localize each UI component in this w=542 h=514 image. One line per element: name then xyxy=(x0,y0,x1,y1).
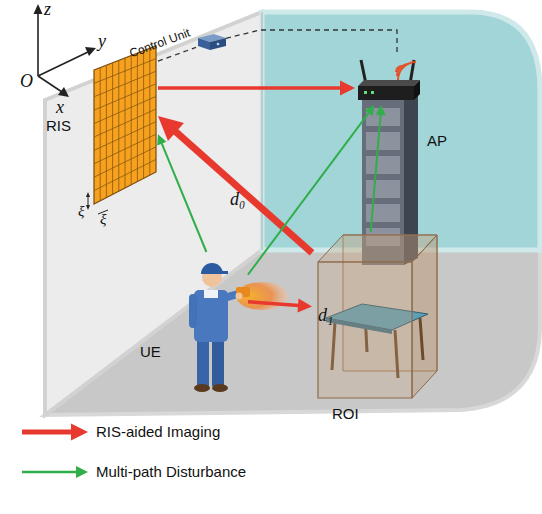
connector-line xyxy=(158,47,196,61)
axis-y xyxy=(38,52,88,76)
connector-line xyxy=(248,302,302,306)
control-unit-led xyxy=(217,43,220,46)
rack-drawer xyxy=(366,180,400,198)
shoe xyxy=(212,384,228,392)
arrowhead xyxy=(71,424,88,441)
ris-grid xyxy=(94,122,156,151)
collar xyxy=(204,290,218,298)
control-unit-node-shape xyxy=(196,34,226,50)
router-side xyxy=(414,80,420,100)
pitch-mark xyxy=(86,192,90,197)
router-led xyxy=(371,91,374,94)
node-label: UE xyxy=(140,344,161,359)
connector-line xyxy=(171,127,312,253)
ris-grid xyxy=(143,51,144,179)
legend-label: Multi-path Disturbance xyxy=(96,464,246,479)
leg xyxy=(212,338,224,386)
imaging-path xyxy=(158,116,312,253)
legend-line xyxy=(22,471,80,474)
cap-brim xyxy=(218,271,228,274)
rack-drawer xyxy=(366,156,400,174)
imaging-path xyxy=(248,298,312,312)
axis-label: y xyxy=(98,32,106,50)
ris-grid xyxy=(149,48,150,175)
axis-x xyxy=(38,76,62,92)
imaging-path xyxy=(158,81,355,96)
arrowhead xyxy=(376,105,386,115)
connector-line xyxy=(161,141,207,252)
legend-label: RIS-aided Imaging xyxy=(96,424,220,439)
node-label: RIS xyxy=(46,118,71,133)
distance-label: d₀ xyxy=(230,190,245,208)
wall-corner xyxy=(261,12,263,250)
connector-line xyxy=(371,112,381,232)
ris-node-shape xyxy=(92,44,158,206)
arrowhead xyxy=(365,105,375,116)
roi-front xyxy=(318,262,412,398)
access-point-node-shape xyxy=(355,55,421,105)
user-node-shape xyxy=(176,252,248,397)
ris-grid xyxy=(137,53,138,181)
router-top xyxy=(358,80,420,86)
pitch-mark xyxy=(86,205,90,210)
ris-grid xyxy=(94,159,156,190)
distance-label: d₁ xyxy=(318,306,333,324)
access-point-node: AP xyxy=(355,55,421,105)
user-node: UE xyxy=(176,252,248,397)
leg xyxy=(197,338,209,386)
left-wall xyxy=(45,12,262,415)
legend-sample xyxy=(22,424,88,441)
axis-head xyxy=(34,4,43,14)
ris-grid xyxy=(94,109,156,137)
ris-node: RIS xyxy=(92,44,158,206)
multipath-link xyxy=(248,105,375,275)
arrowhead xyxy=(157,134,166,145)
ris-grid xyxy=(94,134,156,164)
connector-line xyxy=(226,30,397,55)
multipath-link xyxy=(157,134,206,252)
wifi-wave xyxy=(398,62,416,80)
shoe xyxy=(194,384,210,392)
axis-label: z xyxy=(44,0,51,18)
ris-grid xyxy=(94,147,156,177)
multipath-link xyxy=(371,105,386,232)
arrowhead xyxy=(76,466,88,478)
control-unit-side xyxy=(198,38,210,50)
arm xyxy=(189,294,197,328)
hand xyxy=(236,293,243,300)
router-led xyxy=(364,91,367,94)
ris-grid xyxy=(131,56,132,185)
ris-panel xyxy=(94,46,156,204)
connector-line xyxy=(158,86,345,90)
axis-label: O xyxy=(20,72,33,90)
arrowhead xyxy=(298,298,312,312)
router-body xyxy=(358,86,414,100)
legend-sample xyxy=(22,466,88,478)
pitch-label: ξ xyxy=(78,204,84,219)
control-unit-node: Control Unit xyxy=(196,34,226,50)
control-link xyxy=(226,30,397,55)
axis-label: x xyxy=(56,98,64,116)
axis-z xyxy=(37,12,39,76)
axis-head xyxy=(58,87,69,97)
pitch-label: ξ xyxy=(100,212,106,227)
connector-line xyxy=(248,111,370,275)
axis-head xyxy=(85,47,96,56)
rack-drawer xyxy=(366,132,400,150)
control-link xyxy=(158,47,196,61)
arrowhead xyxy=(340,81,355,96)
legend-line xyxy=(22,430,76,435)
node-label: ROI xyxy=(332,406,359,421)
table-leg xyxy=(420,318,423,360)
arrowhead xyxy=(158,116,184,141)
node-label: AP xyxy=(427,133,447,148)
control-unit-side xyxy=(210,38,226,50)
